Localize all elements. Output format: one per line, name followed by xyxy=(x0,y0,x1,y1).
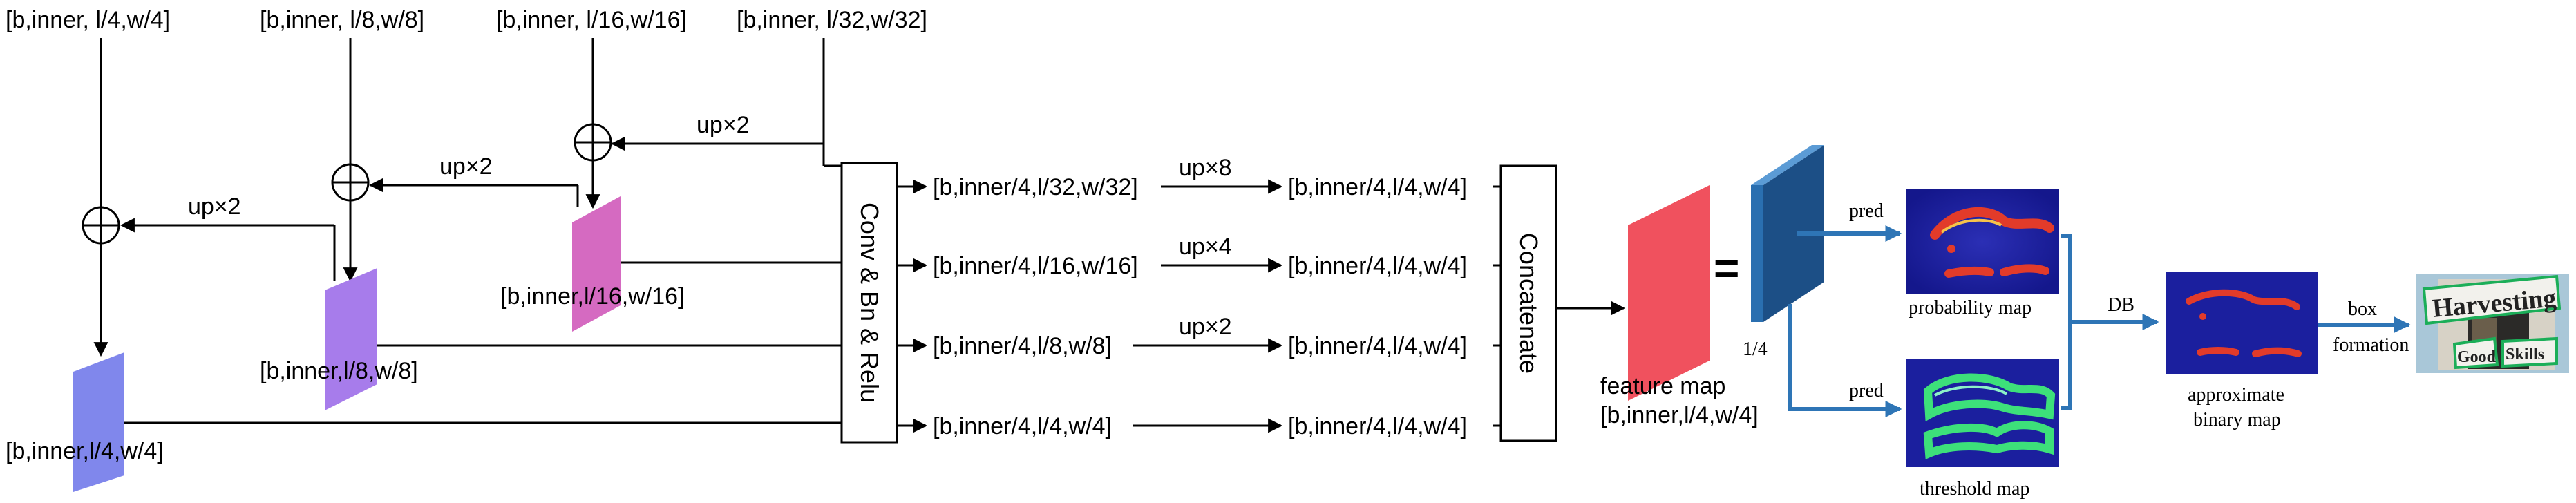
box-formation-label-2: formation xyxy=(2333,334,2409,356)
branch-up-label-1: up×8 xyxy=(1179,155,1232,181)
sum-node-1-16 xyxy=(574,123,612,162)
branch-post-label-1: [b,inner/4,l/4,w/4] xyxy=(1288,174,1467,200)
detection-result-image: Harvesting Good Skills xyxy=(2416,274,2569,373)
scale-label: 1/4 xyxy=(1743,339,1768,360)
conv-bn-relu-label: Conv & Bn & Relu xyxy=(855,202,884,403)
feature-map-1-4 xyxy=(73,352,124,492)
branch-pre-label-4: [b,inner/4,l/4,w/4] xyxy=(933,413,1112,439)
pred-arrow-bottom xyxy=(1788,304,1902,417)
result-text-line-2: Good xyxy=(2457,348,2497,366)
db-merge-top xyxy=(2061,234,2072,322)
feature-map-shape: [b,inner,l/4,w/4] xyxy=(1600,402,1759,428)
feature-map-title: feature map xyxy=(1600,373,1725,399)
branch-post-label-2: [b,inner/4,l/4,w/4] xyxy=(1288,253,1467,279)
conv-output-block xyxy=(1751,145,1824,322)
concatenate-label: Concatenate xyxy=(1515,233,1543,374)
input-label-1-4: [b,inner, l/4,w/4] xyxy=(6,7,170,33)
equals-sign: = xyxy=(1714,243,1739,293)
feature-label-1-4: [b,inner,l/4,w/4] xyxy=(6,438,164,464)
input-label-1-16: [b,inner, l/16,w/16] xyxy=(496,7,687,33)
branch-post-label-4: [b,inner/4,l/4,w/4] xyxy=(1288,413,1467,439)
result-text-line-3: Skills xyxy=(2506,345,2544,363)
branch-pre-label-2: [b,inner/4,l/16,w/16] xyxy=(933,253,1138,279)
pred-label-bottom: pred xyxy=(1849,380,1884,401)
feature-map-1-16 xyxy=(572,196,621,332)
approx-binary-map-image xyxy=(2166,272,2318,374)
upsample-label-8-4: up×2 xyxy=(188,193,241,220)
branch-up-label-3: up×2 xyxy=(1179,314,1232,340)
upsample-label-32-16: up×2 xyxy=(697,112,750,138)
feature-label-1-8: [b,inner,l/8,w/8] xyxy=(260,358,418,384)
db-merge-bottom xyxy=(2061,322,2072,410)
branch-pre-label-1: [b,inner/4,l/32,w/32] xyxy=(933,174,1138,200)
probability-map-label: probability map xyxy=(1909,297,2032,319)
conv-bn-relu-block xyxy=(840,162,898,444)
threshold-map-label: threshold map xyxy=(1920,478,2029,500)
threshold-map-image xyxy=(1906,359,2059,467)
fused-feature-map xyxy=(1628,185,1710,401)
approx-binary-map-label-2: binary map xyxy=(2193,409,2281,430)
concatenate-block xyxy=(1499,164,1557,442)
sum-node-1-8 xyxy=(331,163,370,202)
feature-label-1-16: [b,inner,l/16,w/16] xyxy=(500,283,685,310)
input-label-1-32: [b,inner, l/32,w/32] xyxy=(737,7,927,33)
pred-label-top: pred xyxy=(1849,200,1884,222)
branch-up-label-2: up×4 xyxy=(1179,234,1232,260)
branch-post-label-3: [b,inner/4,l/4,w/4] xyxy=(1288,333,1467,359)
input-label-1-8: [b,inner, l/8,w/8] xyxy=(260,7,424,33)
branch-pre-label-3: [b,inner/4,l/8,w/8] xyxy=(933,333,1112,359)
box-formation-label-1: box xyxy=(2348,298,2377,320)
sum-node-1-4 xyxy=(82,206,120,245)
approx-binary-map-label-1: approximate xyxy=(2188,384,2284,406)
feature-map-1-8 xyxy=(325,268,377,410)
upsample-label-16-8: up×2 xyxy=(439,153,493,180)
db-label: DB xyxy=(2108,294,2134,316)
probability-map-image xyxy=(1906,189,2059,294)
